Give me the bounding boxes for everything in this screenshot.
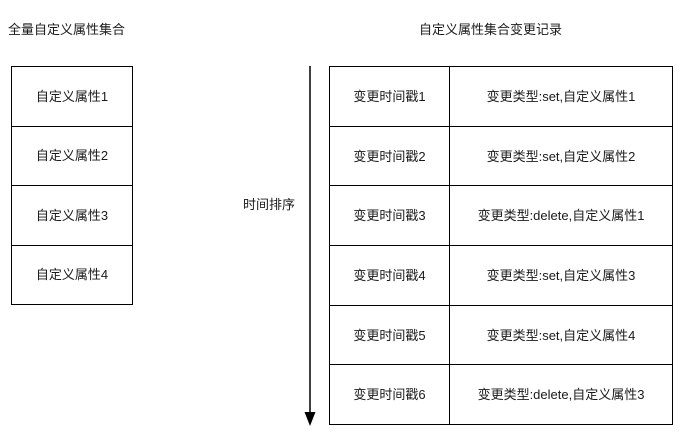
arrow-down-icon: [295, 62, 327, 430]
table-row: 变更时间戳3 变更类型:delete,自定义属性1: [330, 186, 672, 247]
change-detail-cell: 变更类型:delete,自定义属性1: [477, 208, 645, 224]
table-row: 自定义属性1: [12, 67, 132, 127]
change-detail-cell: 变更类型:set,自定义属性3: [486, 267, 636, 283]
change-detail-cell: 变更类型:set,自定义属性2: [486, 148, 636, 164]
table-row: 自定义属性4: [12, 246, 132, 305]
change-detail-cell: 变更类型:set,自定义属性4: [486, 327, 636, 343]
change-timestamp-cell: 变更时间戳3: [330, 186, 450, 246]
change-detail-cell: 变更类型:delete,自定义属性3: [477, 387, 645, 403]
table-row: 自定义属性3: [12, 186, 132, 246]
table-row: 变更时间戳4 变更类型:set,自定义属性3: [330, 246, 672, 306]
table-row: 变更时间戳2 变更类型:set,自定义属性2: [330, 126, 672, 187]
attribute-name-cell: 自定义属性2: [35, 148, 109, 164]
table-row: 变更时间戳5 变更类型:set,自定义属性4: [330, 305, 672, 366]
left-panel-title: 全量自定义属性集合: [8, 22, 126, 37]
attribute-set-table: 自定义属性1 自定义属性2 自定义属性3 自定义属性4: [11, 66, 133, 305]
table-row: 变更时间戳6 变更类型:delete,自定义属性3: [330, 365, 672, 425]
attribute-name-cell: 自定义属性4: [35, 267, 109, 283]
attribute-name-cell: 自定义属性3: [35, 207, 109, 223]
change-timestamp-cell: 变更时间戳5: [330, 305, 450, 365]
right-panel-title: 自定义属性集合变更记录: [419, 22, 563, 37]
table-row: 自定义属性2: [12, 127, 132, 186]
attribute-name-cell: 自定义属性1: [35, 88, 109, 104]
change-timestamp-cell: 变更时间戳2: [330, 126, 450, 186]
change-timestamp-cell: 变更时间戳6: [330, 365, 450, 425]
time-order-label: 时间排序: [243, 197, 296, 212]
change-timestamp-cell: 变更时间戳4: [330, 246, 450, 305]
change-timestamp-cell: 变更时间戳1: [330, 67, 450, 126]
change-record-table: 变更时间戳1 变更类型:set,自定义属性1 变更时间戳2 变更类型:set,自…: [329, 66, 673, 425]
change-detail-cell: 变更类型:set,自定义属性1: [486, 88, 636, 104]
table-row: 变更时间戳1 变更类型:set,自定义属性1: [330, 67, 672, 127]
